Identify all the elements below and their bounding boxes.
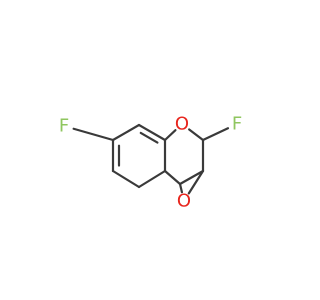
molecule-diagram: F O F O (58, 113, 243, 212)
bond-co-oxygen (163, 129, 177, 142)
bond-group (72, 123, 230, 195)
bond-epox-right-oxygen (187, 169, 205, 195)
bond-epox-epox (178, 169, 205, 186)
atom-fluorine-left: F (59, 116, 69, 137)
bond-oxygen-chf (188, 128, 205, 142)
bond-cf-fluorine (72, 127, 115, 142)
bond-fused-ch2 (137, 169, 167, 189)
bond-ch2-ch (111, 169, 141, 189)
atom-oxygen-epoxide: O (177, 191, 191, 212)
bond-ch-top-co-double (139, 131, 159, 144)
bond-epox-left-oxygen (178, 182, 184, 194)
atom-labels: F O F O (59, 114, 242, 212)
molecule-svg: F O F O (59, 114, 242, 212)
bond-epox-fused (163, 169, 182, 186)
atom-oxygen-ring: O (175, 114, 189, 135)
bond-chf-fluorine (201, 127, 230, 142)
bond-ch-top-co (137, 123, 167, 142)
atom-fluorine-right: F (232, 114, 242, 135)
bond-cf-ch-top (111, 123, 141, 142)
